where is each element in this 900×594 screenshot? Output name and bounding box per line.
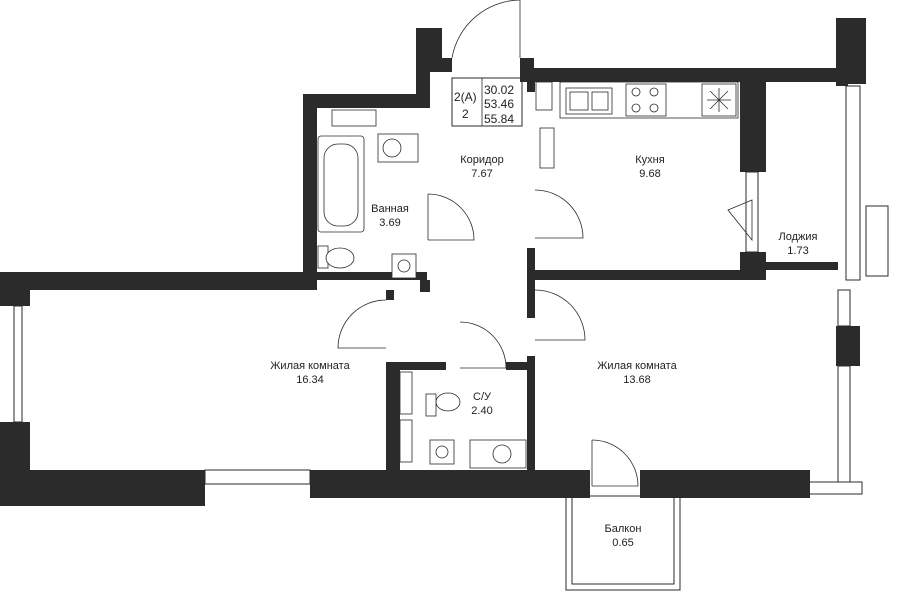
room-area: 7.67 [471, 168, 492, 180]
stove-icon [625, 83, 667, 117]
bathtub-icon [317, 135, 365, 233]
shower-drain-icon [391, 253, 417, 279]
fan-icon [701, 83, 737, 117]
room-name: Лоджия [779, 231, 818, 243]
storage-cabinets [331, 81, 555, 463]
walls [0, 18, 866, 506]
room-name: Балкон [605, 523, 642, 535]
room-area: 13.68 [623, 374, 651, 386]
apartment-area-with-balcony: 55.84 [484, 112, 514, 126]
apartment-area-total: 53.46 [484, 97, 514, 111]
room-balcony: Балкон 0.65 [605, 523, 642, 549]
apartment-info-box: 2(A) 2 30.02 53.46 55.84 [451, 77, 523, 127]
room-wc: С/У 2.40 [471, 391, 492, 417]
room-area: 16.34 [296, 374, 324, 386]
room-area: 0.65 [612, 537, 633, 549]
wc-toilet-icon [425, 392, 461, 417]
room-kitchen: Кухня 9.68 [635, 154, 664, 180]
kitchen-sink-icon [565, 87, 613, 115]
room-name: Ванная [371, 203, 409, 215]
room-corridor: Коридор 7.67 [460, 154, 503, 180]
room-area: 3.69 [379, 217, 400, 229]
room-name: Жилая комната [270, 360, 350, 372]
room-name: Кухня [635, 154, 664, 166]
balcony-outline [565, 495, 681, 591]
room-area: 9.68 [639, 168, 660, 180]
room-name: Жилая комната [597, 360, 677, 372]
apartment-area-living: 30.02 [484, 83, 514, 97]
wc-sink-icon [429, 439, 527, 469]
room-name: С/У [473, 391, 492, 403]
room-living-right: Жилая комната 13.68 [597, 360, 677, 386]
room-area: 1.73 [787, 245, 808, 257]
room-name: Коридор [460, 154, 503, 166]
room-loggia: Лоджия 1.73 [779, 231, 818, 257]
doors [337, 0, 753, 487]
sink-icon [377, 133, 419, 163]
apartment-rooms-count: 2 [462, 107, 469, 121]
toilet-icon [317, 245, 355, 269]
room-area: 2.40 [471, 405, 492, 417]
room-bathroom: Ванная 3.69 [371, 203, 409, 229]
windows [13, 85, 889, 495]
room-living-left: Жилая комната 16.34 [270, 360, 350, 386]
apartment-type-code: 2(A) [454, 90, 477, 104]
